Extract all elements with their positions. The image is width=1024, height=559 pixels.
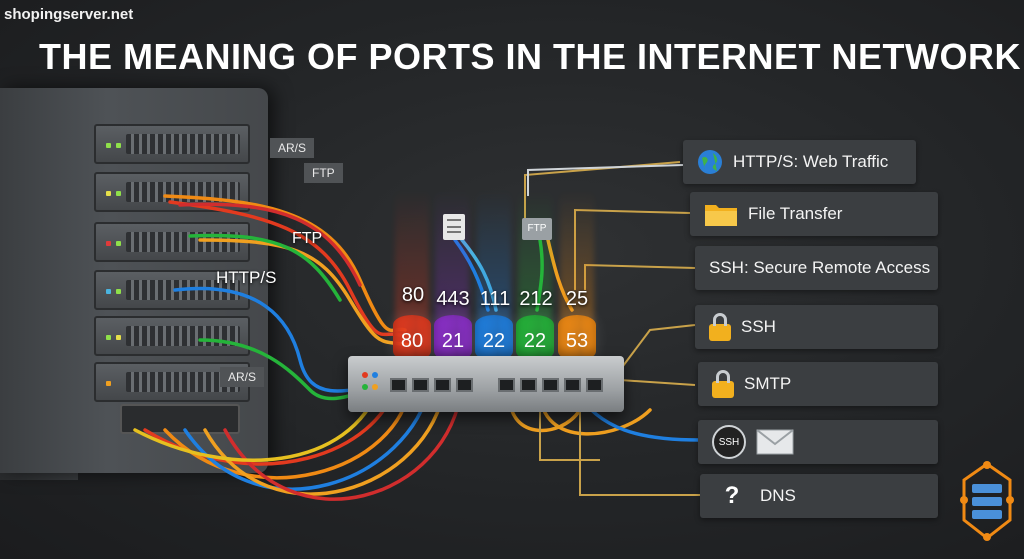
rack-tag: AR/S <box>220 367 265 387</box>
lock-icon <box>709 312 731 341</box>
rack-unit <box>94 124 250 164</box>
rack-tag: FTP <box>304 163 343 183</box>
site-name: shopingserver.net <box>4 6 134 23</box>
ftp-document-icon: FTP <box>522 218 552 240</box>
ssh-badge: SSH <box>712 425 746 459</box>
globe-icon <box>697 149 723 175</box>
label-ssh-remote-access: SSH: Secure Remote Access <box>695 246 938 290</box>
port-number: 80 <box>401 284 425 306</box>
folder-icon <box>704 201 738 227</box>
network-switch <box>348 356 624 412</box>
port-cylinder: 22 <box>475 315 513 361</box>
port-number: 111 <box>479 288 511 310</box>
port-cylinder: 80 <box>393 315 431 361</box>
brand-logo-icon <box>960 461 1014 541</box>
label-dns: ? DNS <box>700 474 938 518</box>
lock-icon <box>712 369 734 398</box>
port-cylinder: 22 <box>516 315 554 361</box>
cable-label-ftp: FTP <box>292 230 323 247</box>
port-number: 212 <box>519 288 553 310</box>
port-cylinder: 21 <box>434 315 472 361</box>
label-ssh-mail: SSH <box>698 420 938 464</box>
label-file-transfer: File Transfer <box>690 192 938 236</box>
envelope-icon <box>756 429 794 455</box>
label-smtp: SMTP <box>698 362 938 406</box>
port-number: 25 <box>565 288 589 310</box>
cable-label-https: HTTP/S <box>216 268 277 287</box>
port-cylinder: 53 <box>558 315 596 361</box>
document-icon <box>443 214 465 240</box>
page-title: THE MEANING OF PORTS IN THE INTERNET NET… <box>39 36 1021 77</box>
port-number: 443 <box>436 288 470 310</box>
label-https-web-traffic: HTTP/S: Web Traffic <box>683 140 916 184</box>
rack-unit <box>94 316 250 356</box>
label-ssh: SSH <box>695 305 938 349</box>
rack-port-panel <box>120 404 240 434</box>
rack-tag: AR/S <box>270 138 315 158</box>
question-icon: ? <box>724 482 740 509</box>
